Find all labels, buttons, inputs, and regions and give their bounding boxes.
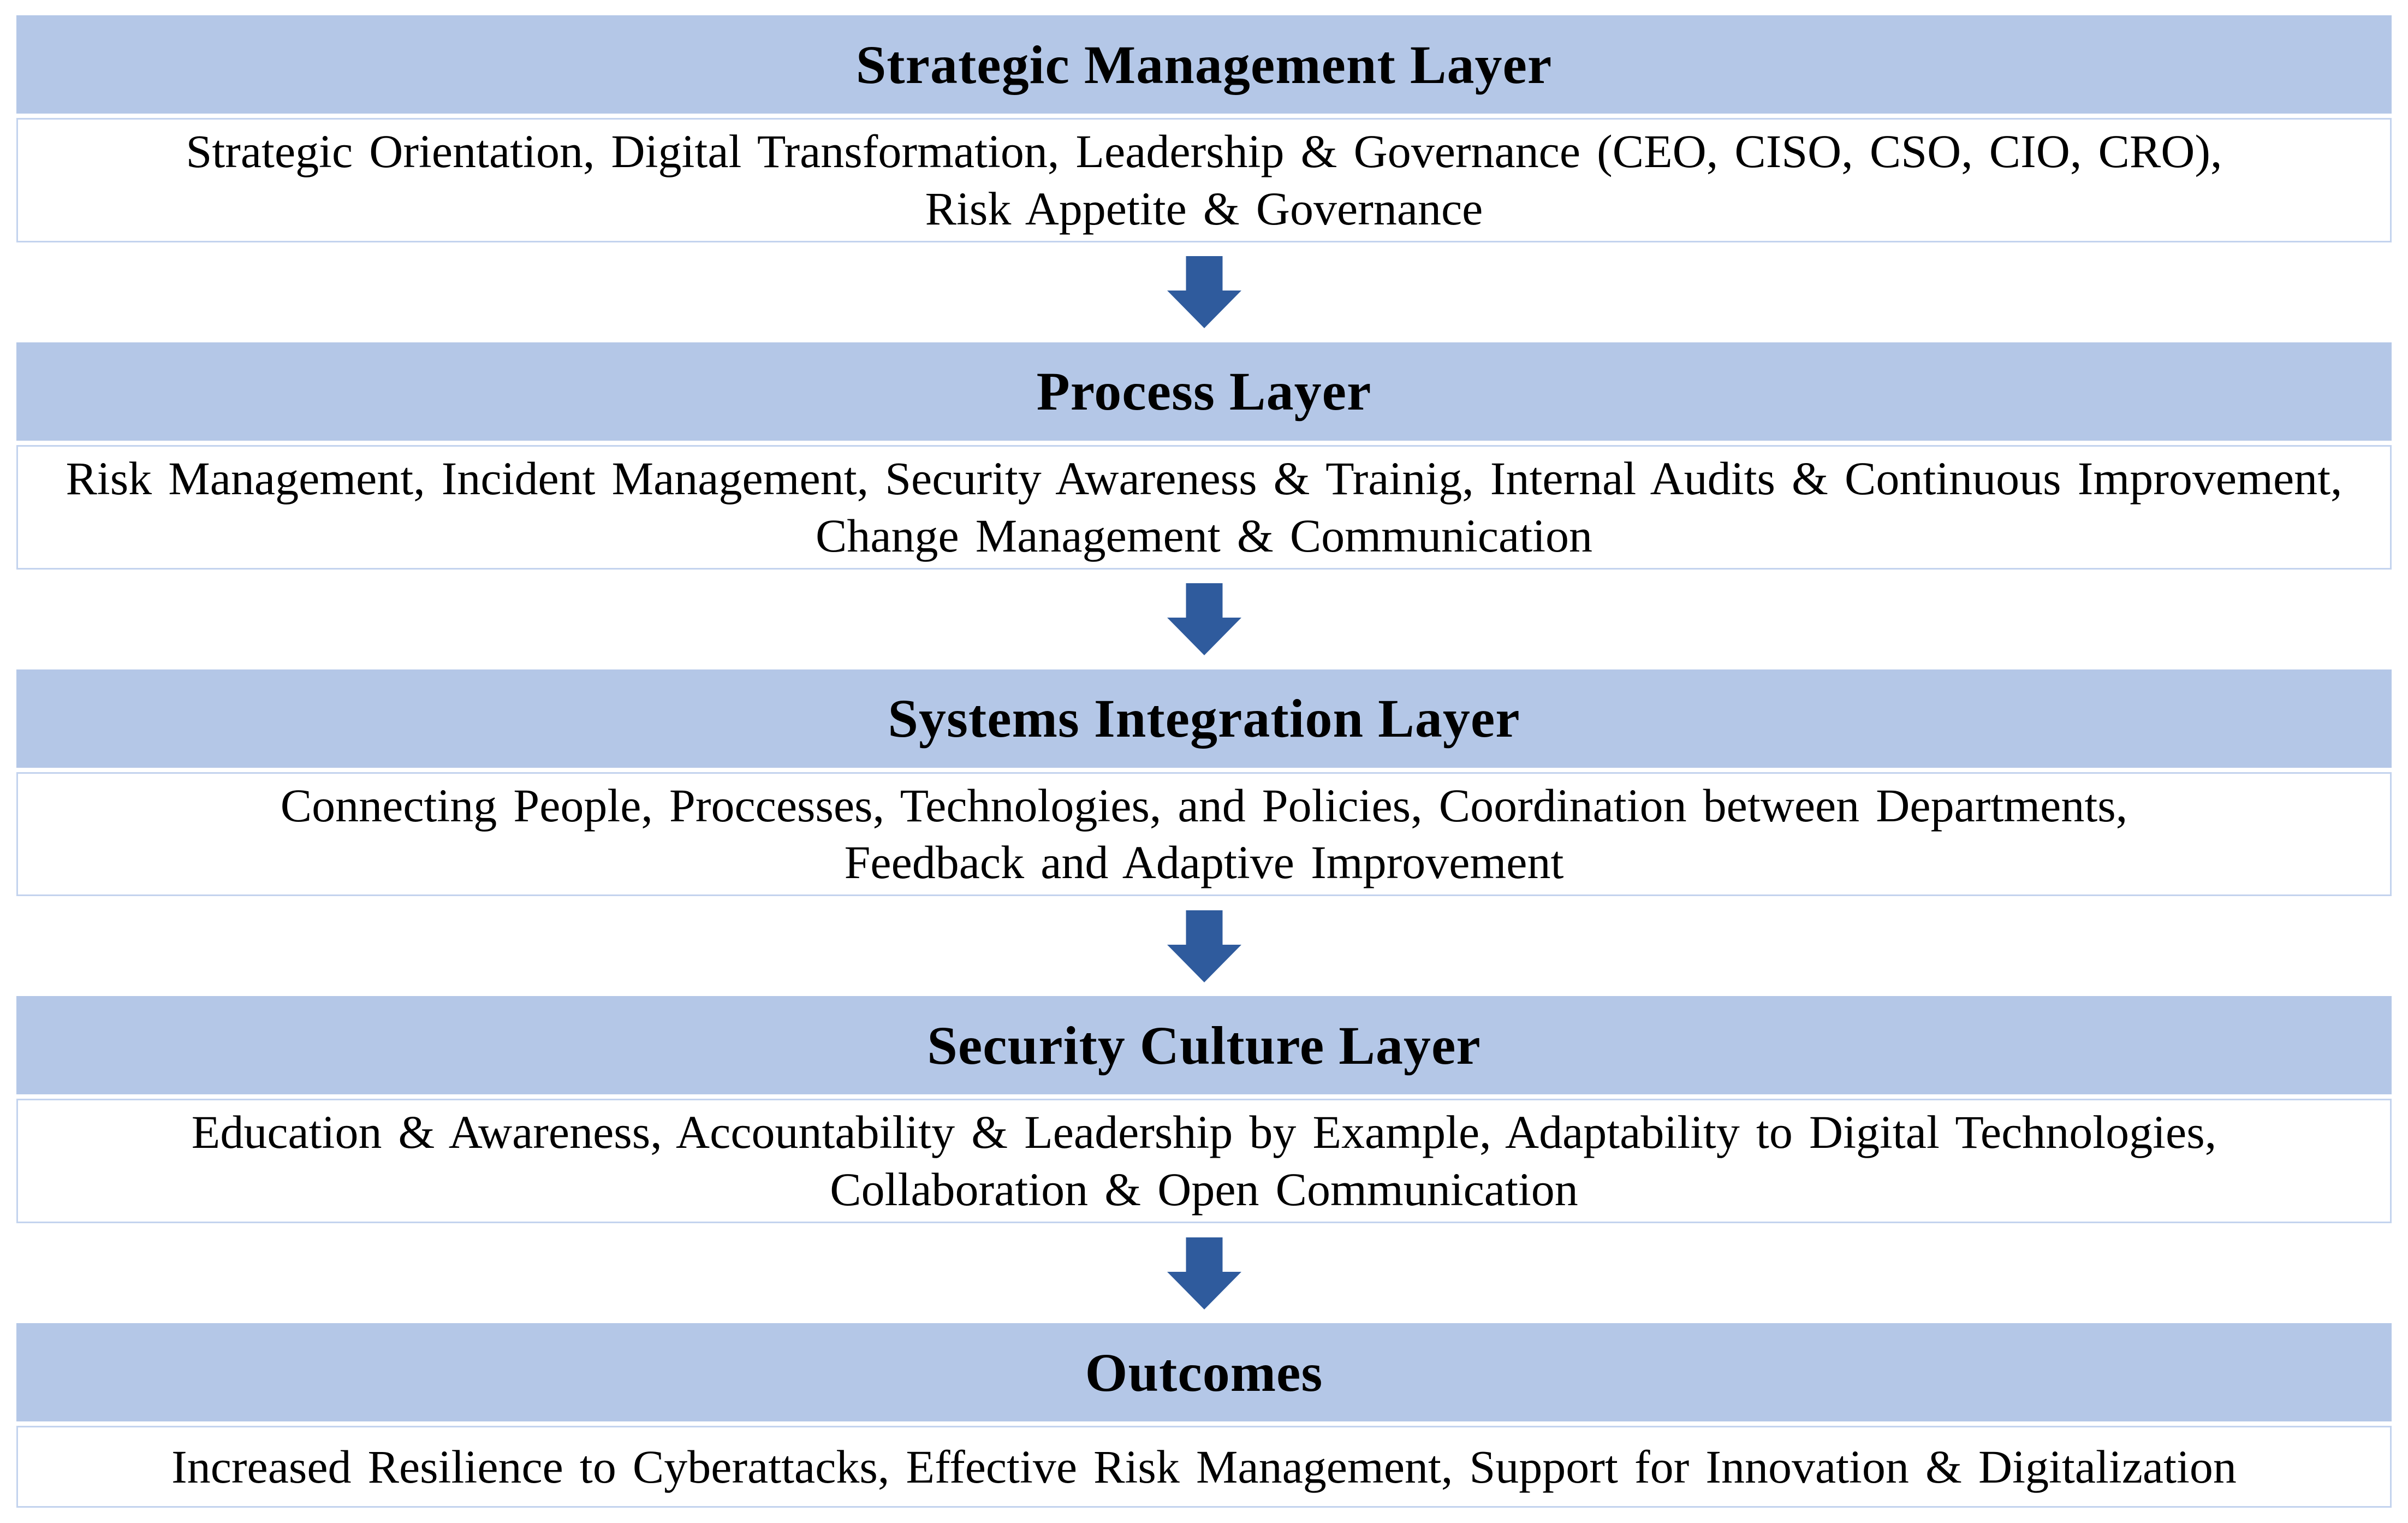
layer-description-outcomes: Increased Resilience to Cyberattacks, Ef… — [16, 1426, 2392, 1508]
layer-description-strategic-management: Strategic Orientation, Digital Transform… — [16, 118, 2392, 242]
layer-title-systems-integration: Systems Integration Layer — [16, 669, 2392, 768]
down-arrow-icon — [16, 1237, 2392, 1309]
layer-security-culture: Security Culture Layer Education & Aware… — [16, 996, 2392, 1224]
layer-title-process: Process Layer — [16, 342, 2392, 441]
down-arrow-icon — [16, 256, 2392, 329]
layer-systems-integration: Systems Integration Layer Connecting Peo… — [16, 669, 2392, 897]
down-arrow-icon — [16, 910, 2392, 982]
layer-title-strategic-management: Strategic Management Layer — [16, 15, 2392, 114]
down-arrow-icon — [16, 583, 2392, 656]
layer-description-security-culture: Education & Awareness, Accountability & … — [16, 1099, 2392, 1224]
layer-description-process: Risk Management, Incident Management, Se… — [16, 445, 2392, 570]
layer-description-systems-integration: Connecting People, Proccesses, Technolog… — [16, 772, 2392, 897]
layer-title-outcomes: Outcomes — [16, 1323, 2392, 1421]
layer-title-security-culture: Security Culture Layer — [16, 996, 2392, 1095]
layer-strategic-management: Strategic Management Layer Strategic Ori… — [16, 15, 2392, 242]
layered-framework-diagram: Strategic Management Layer Strategic Ori… — [16, 15, 2392, 1508]
layer-outcomes: Outcomes Increased Resilience to Cyberat… — [16, 1323, 2392, 1508]
layer-process: Process Layer Risk Management, Incident … — [16, 342, 2392, 570]
